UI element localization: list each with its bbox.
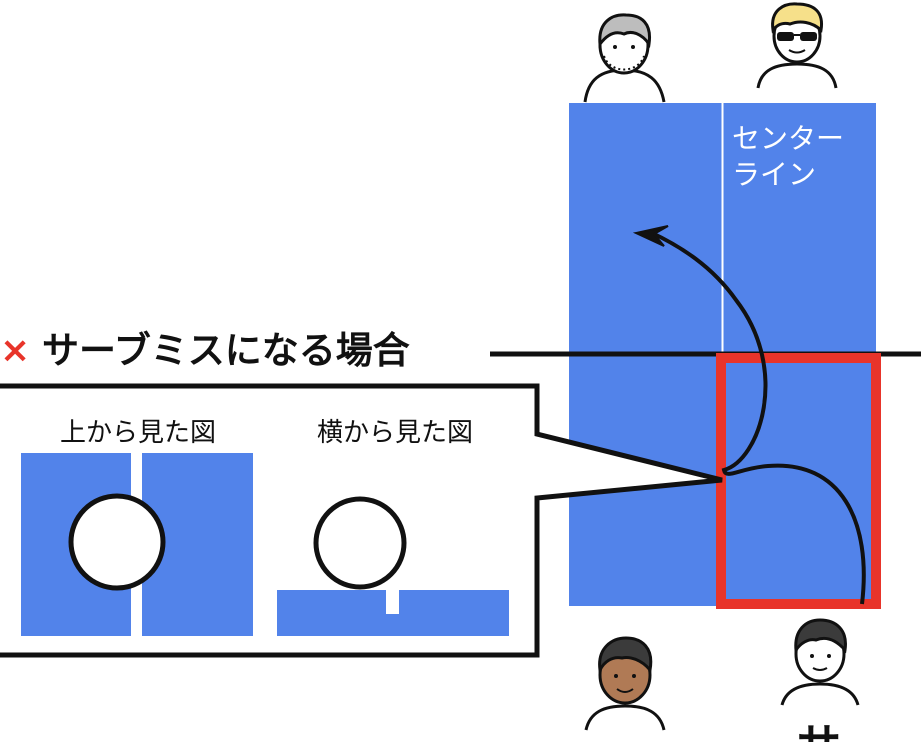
top-view-label: 上から見た図 <box>60 418 216 448</box>
side-view-ball <box>313 496 407 590</box>
top-view-illustration <box>21 453 253 636</box>
center-line-label-line1: センター <box>732 122 844 155</box>
side-view-label: 横から見た図 <box>317 418 473 448</box>
side-view-table <box>277 590 509 636</box>
fault-mark: × <box>0 330 30 371</box>
player-gray-hair-icon <box>583 13 666 103</box>
heading-title: サーブミスになる場合 <box>42 329 410 372</box>
side-view-illustration <box>277 496 509 636</box>
ball-trajectory <box>649 230 866 605</box>
center-line-label-line2: ライン <box>732 158 816 191</box>
center-line-label: センター ライン <box>732 122 853 191</box>
player-sunglasses-icon <box>756 2 838 89</box>
bottom-partial-text: サ <box>797 720 841 742</box>
trajectory-arrowhead <box>632 225 669 247</box>
player-server-icon <box>780 618 860 706</box>
player-dark-skin-icon <box>584 636 666 731</box>
top-view-ball <box>68 493 166 591</box>
